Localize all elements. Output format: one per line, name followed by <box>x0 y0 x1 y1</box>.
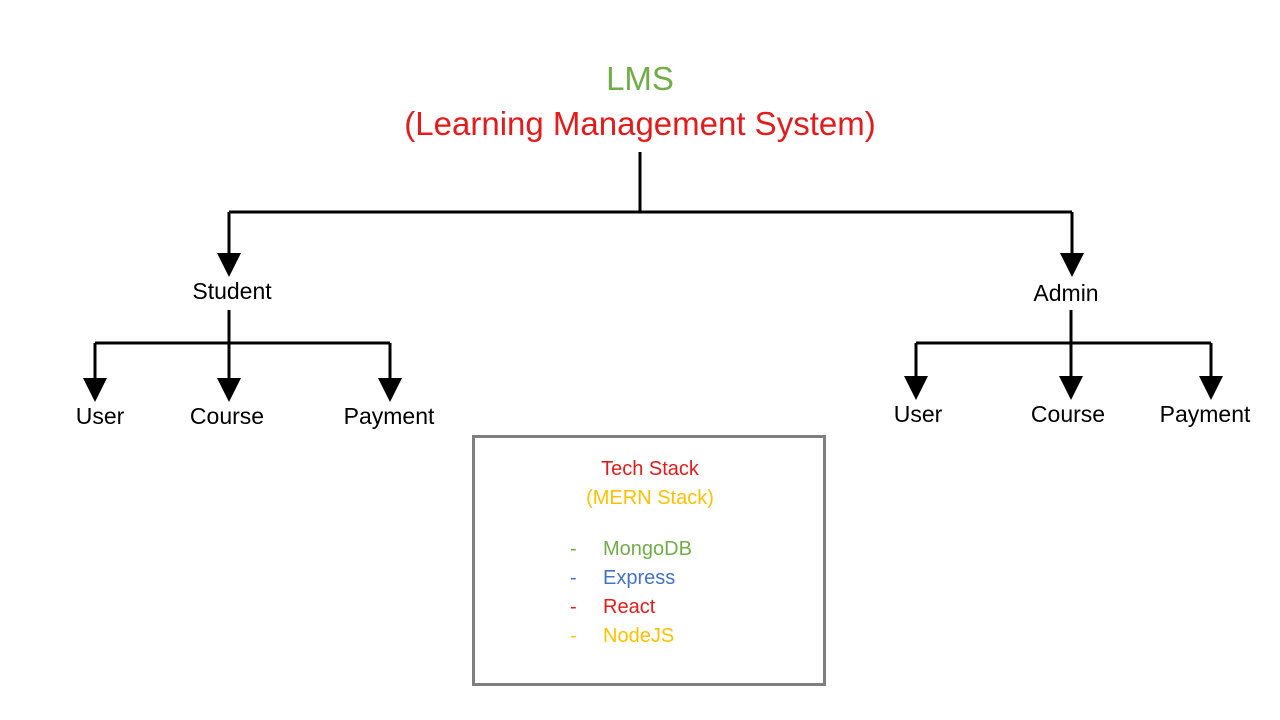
list-dash: - <box>570 625 577 647</box>
tech-item-label: React <box>603 596 656 618</box>
diagram-title-abbr: LMS <box>606 60 674 97</box>
tech-item-nodejs: - NodeJS <box>570 626 674 646</box>
node-student-course: Course <box>189 403 265 429</box>
list-dash: - <box>570 538 577 560</box>
tech-item-label: NodeJS <box>603 625 675 647</box>
node-student: Student <box>192 278 272 304</box>
node-student-user: User <box>75 403 125 429</box>
tech-stack-heading: Tech Stack <box>601 458 699 480</box>
tech-item-mongodb: - MongoDB <box>570 539 692 559</box>
node-admin-payment: Payment <box>1159 401 1251 427</box>
node-admin-user: User <box>893 401 943 427</box>
node-student-payment: Payment <box>343 403 435 429</box>
diagram-title-full: (Learning Management System) <box>404 105 876 142</box>
tech-stack-box <box>472 435 826 686</box>
tech-item-react: - React <box>570 597 655 617</box>
tech-stack-subheading: (MERN Stack) <box>586 487 714 509</box>
list-dash: - <box>570 596 577 618</box>
node-admin-course: Course <box>1030 401 1106 427</box>
tech-item-label: MongoDB <box>603 538 692 560</box>
list-dash: - <box>570 567 577 589</box>
tech-item-label: Express <box>603 567 676 589</box>
tech-item-express: - Express <box>570 568 675 588</box>
node-admin: Admin <box>1033 280 1099 306</box>
